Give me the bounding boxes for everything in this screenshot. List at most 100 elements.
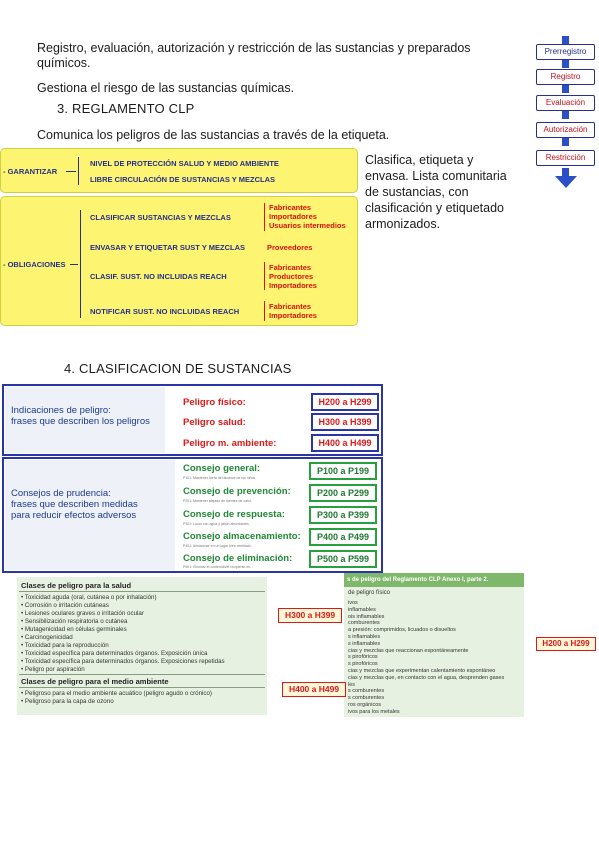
list-item: s pirofóricos: [348, 654, 378, 661]
list-item: s comburentes: [348, 688, 385, 695]
prudence-code-badge: P400 a P499: [309, 528, 377, 546]
flow-step-registro: Registro: [536, 69, 595, 85]
garantizar-item: LIBRE CIRCULACIÓN DE SUSTANCIAS Y MEZCLA…: [90, 175, 276, 184]
list-item: cias y mezclas que experimentan calentam…: [348, 668, 496, 674]
actor-label: Fabricantes: [269, 302, 312, 311]
physical-table-subtitle: de peligro físico: [348, 590, 391, 596]
list-item: s comburentes: [348, 695, 385, 702]
obligacion-item: CLASIFICAR SUSTANCIAS Y MEZCLAS: [90, 213, 231, 222]
prudence-type-label: Consejo almacenamiento:: [183, 531, 301, 542]
hazard-type-label: Peligro salud:: [183, 417, 246, 428]
physical-code-tag: H200 a H299: [536, 637, 596, 651]
health-hazard-table: [17, 577, 267, 715]
hazard-type-label: Peligro físico:: [183, 397, 246, 408]
garantizar-label: - GARANTIZAR: [3, 167, 58, 176]
actor-label: Fabricantes: [269, 203, 312, 212]
flow-connector: [562, 111, 569, 119]
divider: [19, 591, 265, 592]
prudence-type-label: Consejo de eliminación:: [183, 553, 293, 564]
env-code-tag: H400 a H499: [282, 682, 346, 697]
obligacion-item: ENVASAR Y ETIQUETAR SUST Y MEZCLAS: [90, 243, 246, 252]
actor-label: Importadores: [269, 212, 317, 221]
list-item: • Peligro por aspiración: [21, 666, 85, 673]
actor-label: Importadores: [269, 311, 317, 320]
actor-label: Usuarios intermedios: [269, 221, 346, 230]
physical-hazard-table: [344, 573, 524, 717]
brace: [80, 210, 81, 318]
side-note-line: Clasifica, etiqueta y: [365, 153, 474, 167]
prudence-desc-line: Consejos de prudencia:: [11, 488, 111, 499]
flow-step-autorizacion: Autorización: [536, 122, 595, 138]
list-item: • Lesiones oculares graves o irritación …: [21, 610, 144, 617]
prudence-desc-panel: [5, 460, 175, 570]
list-item: s inflamables: [348, 640, 381, 647]
side-note-line: de sustancias, con: [365, 185, 469, 199]
flow-connector: [562, 60, 569, 68]
hazard-code-badge: H300 a H399: [311, 413, 379, 431]
list-item: s pirofóricos: [348, 661, 378, 668]
obligacion-item: CLASIF. SUST. NO INCLUIDAS REACH: [90, 272, 227, 281]
health-code-tag: H300 a H399: [278, 608, 342, 623]
hazard-desc-line: frases que describen los peligros: [11, 416, 150, 427]
list-item: • Peligroso para el medio ambiente acuát…: [21, 690, 212, 697]
section-3-heading: 3. REGLAMENTO CLP: [57, 101, 195, 116]
intro-line-3: Gestiona el riesgo de las sustancias quí…: [37, 81, 295, 95]
list-item: comburentes: [348, 620, 380, 627]
list-item: • Peligroso para la capa de ozono: [21, 698, 114, 705]
clp-obligaciones-box: [0, 196, 358, 326]
list-item: s inflamables: [348, 634, 381, 640]
prudence-code-badge: P300 a P399: [309, 506, 377, 524]
prudence-desc-line: frases que describen medidas: [11, 499, 138, 510]
prudence-type-label: Consejo de prevención:: [183, 486, 291, 497]
list-item: • Toxicidad específica para determinados…: [21, 650, 208, 657]
prudence-type-label: Consejo de respuesta:: [183, 509, 285, 520]
flow-step-evaluacion: Evaluación: [536, 95, 595, 111]
actor-label: Fabricantes: [269, 263, 312, 272]
flow-step-prerregistro: Prerregistro: [536, 44, 595, 60]
list-item: • Toxicidad aguda (oral, cutánea o por i…: [21, 594, 157, 601]
actor-label: Proveedores: [267, 243, 313, 252]
garantizar-item: NIVEL DE PROTECCIÓN SALUD Y MEDIO AMBIEN…: [90, 159, 279, 168]
side-note-line: clasificación y etiquetado: [365, 201, 504, 215]
hazard-code-badge: H400 a H499: [311, 434, 379, 452]
divider: [19, 674, 265, 675]
brace: [78, 157, 79, 185]
prudence-desc-line: para reducir efectos adversos: [11, 510, 137, 521]
hazard-code-badge: H200 a H299: [311, 393, 379, 411]
prudence-code-badge: P500 a P599: [309, 550, 377, 568]
obligacion-item: NOTIFICAR SUST. NO INCLUIDAS REACH: [90, 307, 240, 316]
side-note-line: envasa. Lista comunitaria: [365, 169, 507, 183]
hazard-type-label: Peligro m. ambiente:: [183, 438, 277, 449]
connector-line: [66, 171, 76, 172]
list-item: • Carcinogenicidad: [21, 634, 73, 641]
brace: [264, 262, 265, 290]
list-item: cias y mezclas que, en contacto con el a…: [348, 674, 505, 681]
flow-connector: [562, 36, 569, 44]
prudence-example: P501: Eliminar el contenido/el recipient…: [183, 565, 254, 569]
list-item: ivos para los metales: [348, 708, 400, 715]
prudence-example: P101: Mantener fuera del alcance de los …: [183, 476, 257, 480]
physical-table-header: s de peligro del Reglamento CLP Anexo I,…: [344, 573, 524, 587]
brace: [264, 301, 265, 321]
brace: [264, 203, 265, 231]
section-4-heading: 4. CLASIFICACION DE SUSTANCIAS: [64, 361, 292, 376]
flow-step-restriccion: Restricción: [536, 150, 595, 166]
down-arrow-icon: [555, 176, 577, 188]
env-table-title: Clases de peligro para el medio ambiente: [21, 677, 169, 686]
hazard-desc-panel: [5, 387, 165, 453]
list-item: • Toxicidad para la reproducción: [21, 642, 109, 649]
list-item: ros orgánicos: [348, 702, 382, 708]
divider: [19, 687, 265, 688]
obligaciones-label: - OBLIGACIONES: [3, 260, 66, 269]
health-table-title: Clases de peligro para la salud: [21, 581, 132, 590]
list-item: inflamables: [348, 606, 376, 613]
connector-line: [70, 264, 78, 265]
list-item: cias y mezclas que reaccionan espontánea…: [348, 647, 469, 654]
flow-connector: [562, 138, 569, 146]
prudence-example: P301: Lavar con agua y jabón abundantes.: [183, 522, 250, 526]
prudence-example: P401: Almacenar en un lugar bien ventila…: [183, 544, 252, 548]
intro-line-2: químicos.: [37, 56, 91, 70]
side-note-line: armonizados.: [365, 217, 441, 231]
prudence-code-badge: P100 a P199: [309, 462, 377, 480]
prudence-example: P201: Mantener alejado de fuentes de cal…: [183, 499, 252, 503]
